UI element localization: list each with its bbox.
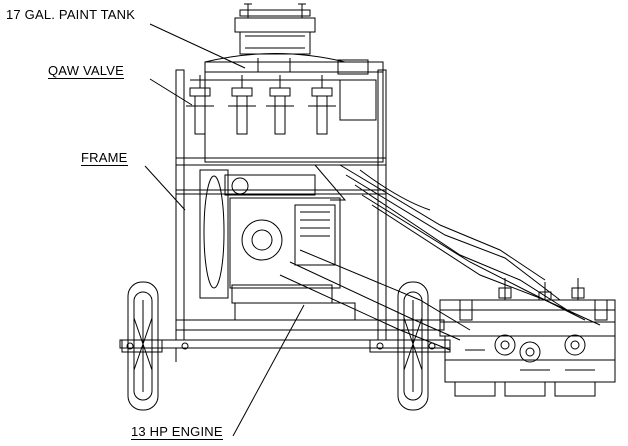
label-qaw-valve: QAW VALVE	[48, 63, 124, 79]
gun-carriage-top	[440, 300, 615, 322]
leader-lines	[145, 24, 304, 436]
axle-fasteners	[127, 343, 435, 349]
frame-crossbar-upper	[176, 158, 386, 165]
tank-dome	[205, 54, 345, 63]
left-wheel-tire	[128, 282, 158, 410]
valve-3	[266, 75, 294, 134]
tank-lid	[235, 18, 315, 32]
right-wheel	[370, 282, 450, 410]
spray-gun-1	[495, 278, 515, 355]
engine-exhaust	[315, 165, 345, 200]
valve-1	[186, 75, 214, 134]
spray-gun-carriage	[440, 278, 615, 396]
label-13hp-engine: 13 HP ENGINE	[131, 424, 223, 440]
hose-lines	[280, 165, 600, 350]
left-wheel	[122, 282, 162, 410]
engine	[200, 165, 355, 320]
tank-lid-handle	[240, 10, 310, 16]
leader-qaw-valve	[150, 79, 192, 105]
pulley-belt	[200, 170, 228, 298]
spray-gun-3	[565, 278, 585, 355]
leader-frame	[145, 166, 185, 210]
leader-engine	[233, 305, 304, 436]
label-paint-tank: 17 GAL. PAINT TANK	[6, 7, 136, 22]
label-frame: FRAME	[81, 150, 128, 166]
paint-tank	[205, 4, 383, 162]
engine-flywheel	[242, 220, 282, 260]
tank-body	[205, 62, 383, 162]
frame-axle	[120, 340, 450, 348]
gun-carriage-body	[445, 336, 615, 382]
spray-gun-2	[520, 282, 551, 362]
leader-paint-tank	[150, 24, 245, 68]
qaw-valves	[186, 75, 340, 134]
engine-block	[230, 198, 340, 288]
valve-2	[228, 75, 256, 134]
valve-4	[308, 75, 336, 134]
right-wheel-tire	[398, 282, 428, 410]
